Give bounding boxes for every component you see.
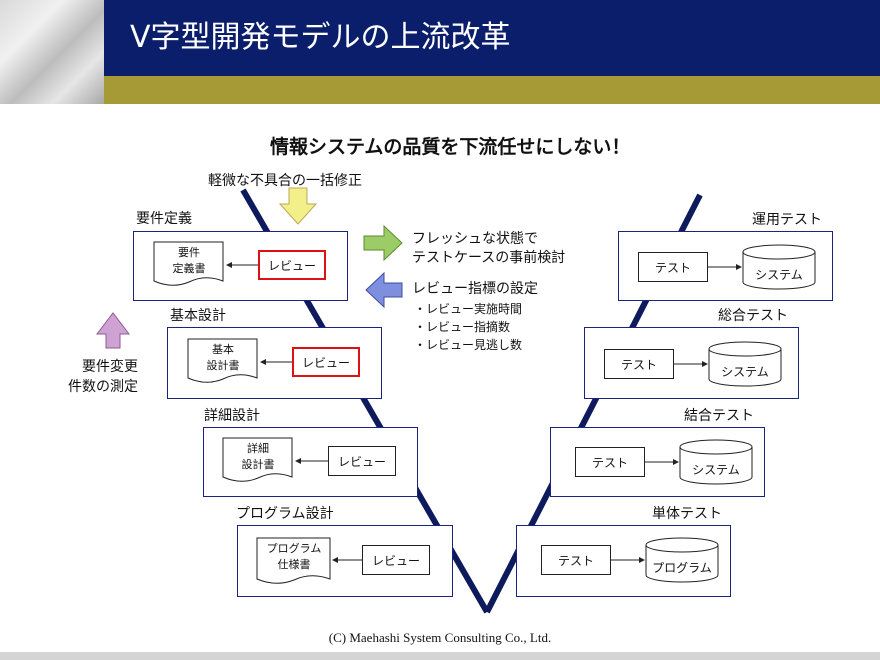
- minor-fix-note: 軽微な不具合の一括修正: [208, 173, 362, 189]
- fresh-note-line1: フレッシュな状態で: [412, 231, 538, 247]
- test-box: テスト: [604, 349, 674, 379]
- arrow-right-icon: [611, 557, 645, 563]
- test-box: テスト: [575, 447, 645, 477]
- bottom-band: [0, 652, 880, 660]
- document-icon: [222, 437, 293, 482]
- phase-label: 基本設計: [170, 308, 226, 324]
- document-icon: [256, 537, 331, 584]
- review-box: レビュー: [328, 446, 396, 476]
- test-target: システム: [721, 365, 769, 379]
- arrow-left-icon: [260, 359, 292, 365]
- left-arrow-icon: [365, 271, 403, 309]
- metric-item: ・レビュー見逃し数: [414, 338, 523, 352]
- doc-line2: 設計書: [241, 458, 275, 471]
- req-change-line1: 要件変更: [82, 359, 138, 375]
- req-change-line2: 件数の測定: [68, 379, 138, 395]
- review-box: レビュー: [362, 545, 430, 575]
- arrow-left-icon: [332, 557, 362, 563]
- phase-label: プログラム設計: [236, 506, 334, 522]
- fresh-note-line2: テストケースの事前検討: [412, 250, 566, 266]
- cylinder-icon: [742, 244, 816, 290]
- review-box: レビュー: [258, 250, 326, 280]
- test-target: プログラム: [652, 561, 712, 575]
- subtitle: 情報システムの品質を下流任せにしない！: [270, 136, 631, 158]
- test-box: テスト: [638, 252, 708, 282]
- test-target: システム: [692, 463, 740, 477]
- doc-line1: 詳細: [247, 442, 269, 455]
- doc-line2: 定義書: [172, 262, 206, 275]
- doc-line1: 要件: [178, 246, 200, 259]
- cylinder-icon: [708, 341, 782, 387]
- arrow-right-icon: [708, 264, 742, 270]
- arrow-left-icon: [295, 458, 328, 464]
- title-bar: [0, 0, 880, 76]
- phase-label: 詳細設計: [204, 408, 260, 424]
- cylinder-icon: [645, 537, 719, 583]
- accent-bar: [104, 76, 880, 104]
- up-arrow-icon: [95, 312, 131, 349]
- arrow-right-icon: [645, 459, 679, 465]
- right-arrow-icon: [363, 224, 403, 262]
- cylinder-icon: [679, 439, 753, 485]
- metric-item: ・レビュー実施時間: [414, 302, 523, 316]
- arrow-right-icon: [674, 361, 708, 367]
- document-icon: [187, 338, 258, 383]
- phase-label: 総合テスト: [718, 308, 788, 324]
- slide-title: V字型開発モデルの上流改革: [130, 20, 511, 55]
- phase-label: 要件定義: [136, 211, 192, 227]
- metric-item: ・レビュー指摘数: [414, 320, 511, 334]
- review-metrics-note: レビュー指標の設定: [412, 281, 538, 297]
- review-box: レビュー: [292, 347, 360, 377]
- document-icon: [153, 241, 224, 286]
- phase-label: 結合テスト: [684, 408, 754, 424]
- test-box: テスト: [541, 545, 611, 575]
- down-arrow-icon: [278, 187, 318, 225]
- phase-label: 単体テスト: [652, 506, 722, 522]
- arrow-left-icon: [226, 262, 258, 268]
- phase-label: 運用テスト: [752, 212, 822, 228]
- doc-line1: 基本: [212, 343, 234, 356]
- test-target: システム: [755, 268, 803, 282]
- doc-line2: 設計書: [206, 359, 240, 372]
- doc-line1: プログラム: [266, 542, 322, 555]
- footer-copyright: (C) Maehashi System Consulting Co., Ltd.: [328, 630, 552, 645]
- header-photo: [0, 0, 104, 104]
- doc-line2: 仕様書: [277, 558, 311, 571]
